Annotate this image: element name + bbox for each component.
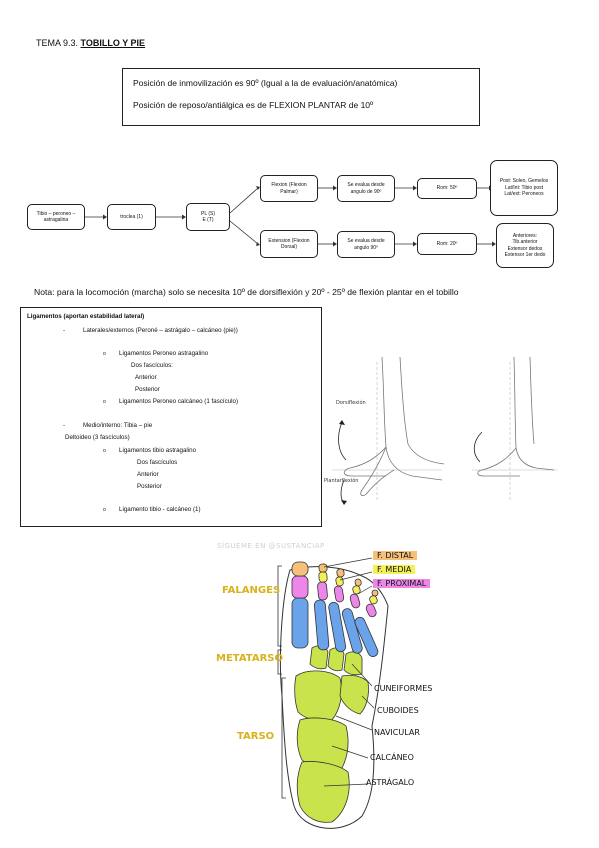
joint-node: Tibio – peroneo –astragalina bbox=[27, 204, 85, 230]
bullet: o bbox=[103, 351, 106, 357]
watermark: SÍGUEME EN @SUSTANCIAP bbox=[217, 541, 325, 550]
flowchart-connectors bbox=[85, 185, 496, 247]
fascicles-count-1: Dos fascículos: bbox=[131, 362, 173, 369]
positions-box: Posición de inmovilización es 90º (Igual… bbox=[122, 68, 480, 126]
falanges-label: FALANGES bbox=[222, 585, 281, 596]
bullet: o bbox=[103, 448, 106, 454]
tibio-calcaneo: Ligamento tibio - calcáneo (1) bbox=[119, 506, 201, 513]
lateral-dash: - bbox=[63, 327, 66, 334]
posterior-1: Posterior bbox=[135, 386, 160, 393]
bullet: o bbox=[103, 399, 106, 405]
lateral-group: Laterales/externos (Peroné – astrágalo –… bbox=[83, 327, 238, 334]
bullet: o bbox=[103, 507, 106, 513]
rest-position-text: Posición de reposo/antiálgica es de FLEX… bbox=[133, 100, 374, 110]
plantarflexion-label: Plantarflexión bbox=[324, 477, 358, 484]
medial-dash: - bbox=[63, 422, 66, 429]
fascicles-count-2: Dos fascículos bbox=[137, 459, 178, 466]
extension-rom-node: Rom: 20º bbox=[417, 233, 477, 255]
medial-group: Medio/interno: Tibia – pie bbox=[83, 422, 153, 429]
anterior-2: Anterior bbox=[137, 471, 159, 478]
locomotion-note: Nota: para la locomoción (marcha) solo s… bbox=[34, 287, 459, 297]
tarso-label: TARSO bbox=[237, 731, 275, 742]
peroneo-calcaneo: Ligamentos Peroneo calcáneo (1 fascículo… bbox=[119, 398, 239, 405]
posterior-2: Posterior bbox=[137, 483, 162, 490]
title-topic: TOBILLO Y PIE bbox=[80, 38, 146, 48]
metatarso-label: METATARSO bbox=[216, 653, 283, 664]
calcaneo-label: CALCÁNEO bbox=[370, 753, 414, 762]
cuneiformes-label: CUNEIFORMES bbox=[374, 684, 433, 693]
proximal-label: F. PROXIMAL bbox=[373, 579, 431, 588]
flexion-rom-node: Rom: 50º bbox=[417, 178, 477, 199]
title-prefix: TEMA 9.3. bbox=[36, 38, 81, 48]
immobilization-text: Posición de inmovilización es 90º (Igual… bbox=[133, 78, 398, 88]
tibio-astragalino: Ligamentos tibio astragalino bbox=[119, 447, 197, 454]
cuboides-label: CUBOIDES bbox=[377, 706, 419, 715]
ligaments-heading: Ligamentos (aportan estabilidad lateral) bbox=[27, 313, 145, 320]
joint-type-node: troclea (1) bbox=[107, 204, 156, 230]
anterior-1: Anterior bbox=[135, 374, 157, 381]
distal-label: F. DISTAL bbox=[373, 551, 418, 560]
page-title: TEMA 9.3. TOBILLO Y PIE bbox=[36, 38, 145, 48]
deltoid: Deltoideo (3 fascículos) bbox=[65, 434, 130, 441]
peroneo-astragalino: Ligamentos Peroneo astragalino bbox=[119, 350, 209, 357]
ankle-movement-figure: Dorsiflexión Plantarflexión bbox=[324, 356, 557, 505]
axes-node: PL (S)E (T) bbox=[186, 203, 230, 231]
astragalo-label: ASTRÁGALO bbox=[366, 778, 415, 787]
ligaments-box: Ligamentos (aportan estabilidad lateral)… bbox=[20, 307, 322, 527]
media-label: F. MEDIA bbox=[373, 565, 416, 574]
foot-bones-figure: SÍGUEME EN @SUSTANCIAP bbox=[217, 541, 389, 829]
navicular-label: NAVICULAR bbox=[374, 728, 420, 737]
dorsiflexion-label: Dorsiflexión bbox=[336, 399, 366, 406]
